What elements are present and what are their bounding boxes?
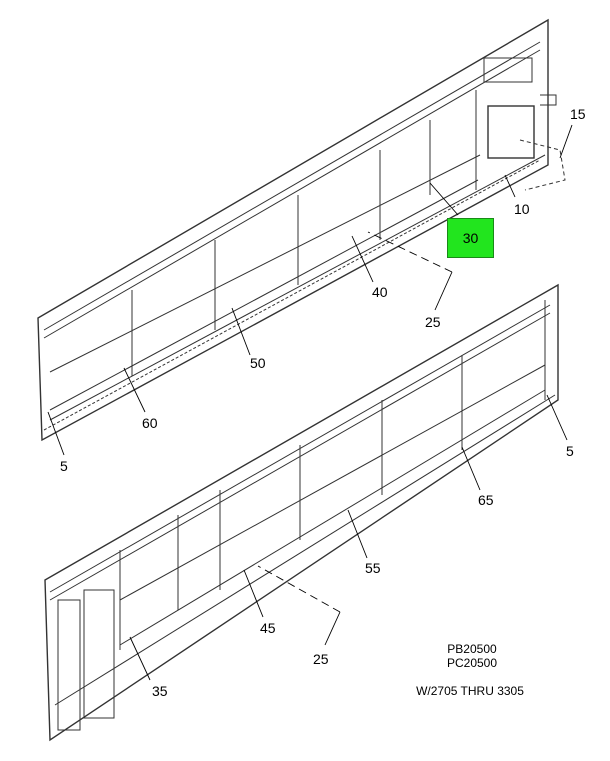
callout-50[interactable]: 50 [250, 355, 266, 371]
callout-5-lower[interactable]: 5 [566, 443, 574, 459]
callout-25-lower[interactable]: 25 [313, 651, 329, 667]
callout-30-highlighted[interactable]: 30 [447, 218, 494, 258]
callout-10[interactable]: 10 [514, 201, 530, 217]
callout-45[interactable]: 45 [260, 620, 276, 636]
callout-60[interactable]: 60 [142, 415, 158, 431]
callout-35[interactable]: 35 [152, 683, 168, 699]
leader-lines [47, 124, 573, 681]
serial-range-note: W/2705 THRU 3305 [416, 684, 524, 698]
model-pb: PB20500 [447, 642, 497, 656]
callout-5-upper[interactable]: 5 [60, 458, 68, 474]
model-pc: PC20500 [446, 656, 498, 670]
callout-65[interactable]: 65 [478, 492, 494, 508]
callout-55[interactable]: 55 [365, 560, 381, 576]
lower-side-panel [44, 283, 559, 742]
callout-40[interactable]: 40 [372, 284, 388, 300]
upper-side-panel [37, 18, 566, 442]
model-list: PB20500 PC20500 [432, 642, 512, 670]
callout-15[interactable]: 15 [570, 106, 586, 122]
callout-30-label: 30 [462, 230, 479, 246]
callout-25-upper[interactable]: 25 [425, 314, 441, 330]
